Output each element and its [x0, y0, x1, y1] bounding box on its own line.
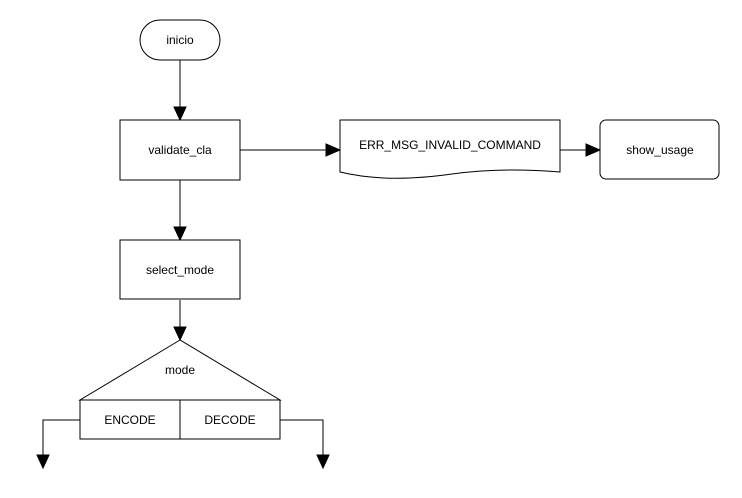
node-start-label: inicio [166, 33, 194, 47]
edge-validate-to-error-message [240, 143, 342, 157]
edge-validate-to-select-mode [173, 180, 187, 242]
node-select-mode-label: select_mode [146, 263, 214, 277]
arrowhead-icon [173, 326, 187, 342]
node-encode-case[interactable]: ENCODE [79, 399, 181, 440]
arrowhead-icon [325, 143, 342, 157]
arrowhead-icon [173, 106, 187, 122]
node-error-message-label: ERR_MSG_INVALID_COMMAND [359, 138, 541, 152]
node-select-mode-process[interactable]: select_mode [119, 239, 241, 300]
edge-select-mode-to-mode-switch [173, 300, 187, 342]
edge-error-message-to-show-usage [560, 143, 602, 157]
node-decode-case[interactable]: DECODE [179, 399, 281, 440]
node-decode-label: DECODE [204, 413, 255, 427]
arrowhead-icon [316, 454, 330, 470]
node-validate-process[interactable]: validate_cla [119, 119, 241, 181]
edge-start-to-validate [173, 60, 187, 122]
node-encode-label: ENCODE [104, 413, 155, 427]
node-show-usage-process[interactable]: show_usage [599, 119, 720, 180]
arrowhead-icon [173, 226, 187, 242]
node-start-terminator[interactable]: inicio [139, 19, 221, 61]
edge-encode-outgoing [36, 419, 80, 470]
node-error-message-document[interactable]: ERR_MSG_INVALID_COMMAND [339, 119, 561, 179]
arrowhead-icon [36, 454, 50, 470]
node-show-usage-label: show_usage [626, 143, 694, 157]
node-validate-label: validate_cla [148, 143, 212, 157]
edge-decode-outgoing [280, 419, 330, 470]
node-mode-switch-label: mode [165, 363, 195, 377]
arrowhead-icon [585, 143, 602, 157]
